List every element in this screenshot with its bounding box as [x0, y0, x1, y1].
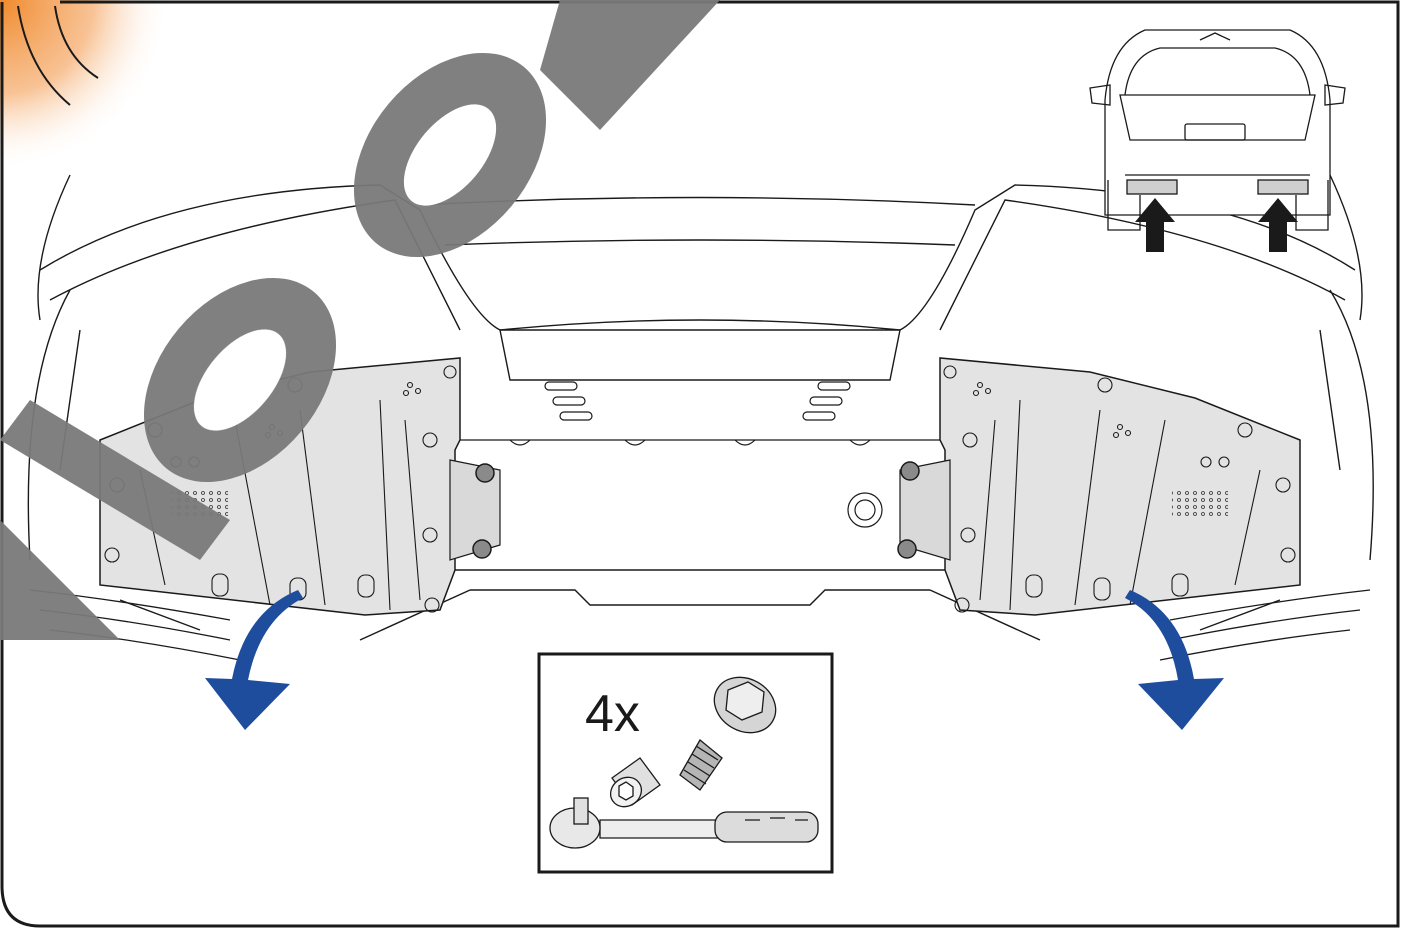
mounting-bolts [472, 461, 920, 559]
lift-arrows [1135, 198, 1298, 252]
corner-accent [0, 0, 170, 170]
bolt-icon [472, 539, 492, 559]
rear-view-car [1089, 29, 1346, 231]
curved-down-arrow-icon [1125, 590, 1224, 730]
corner-curves [17, 5, 99, 106]
up-arrow-icon [1135, 198, 1175, 252]
hex-flange-bolt-icon [679, 676, 777, 791]
bolt-icon [900, 461, 920, 481]
bolt-icon [897, 539, 917, 559]
bolt-icon [475, 463, 495, 483]
underbody-outline [27, 174, 1374, 641]
right-underbody-panel [939, 357, 1301, 616]
fastener-quantity-label: 4x [585, 685, 640, 743]
up-arrow-icon [1258, 198, 1298, 252]
ratchet-wrench-icon [549, 797, 819, 849]
center-crossmember [449, 381, 951, 561]
curved-down-arrow-icon [205, 590, 303, 730]
hex-socket-icon [609, 757, 661, 808]
removal-arrows [205, 590, 1224, 730]
tool-callout-box [537, 652, 834, 874]
